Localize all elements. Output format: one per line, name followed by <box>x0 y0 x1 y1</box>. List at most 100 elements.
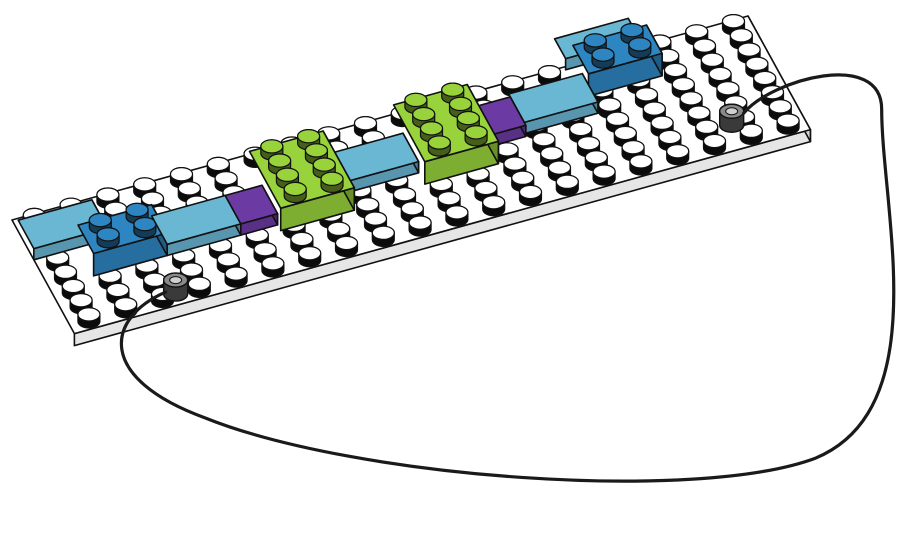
baseplate-stud <box>336 236 358 256</box>
stud-top <box>305 144 327 157</box>
baseplate-stud <box>446 206 468 226</box>
baseplate-stud <box>593 165 615 185</box>
stud-top <box>746 57 768 70</box>
stud-top <box>629 38 651 51</box>
stud-top <box>97 228 119 241</box>
stud-top <box>421 122 443 135</box>
stud-top <box>539 66 561 79</box>
baseplate-stud <box>704 134 726 154</box>
stud-top <box>483 196 505 209</box>
stud-top <box>321 172 343 185</box>
stud-top <box>622 141 644 154</box>
dark-blue-brick-left-stud <box>134 218 156 238</box>
stud-top <box>215 172 237 185</box>
stud-top <box>701 53 723 66</box>
stud-top <box>592 48 614 61</box>
baseplate-stud <box>225 267 247 287</box>
stud-top <box>276 168 298 181</box>
stud-top <box>284 182 306 195</box>
stud-top <box>144 273 166 286</box>
stud-top <box>672 78 694 91</box>
terminal-right <box>720 104 744 132</box>
baseplate-stud <box>520 185 542 205</box>
stud-top <box>405 93 427 106</box>
stud-top <box>401 202 423 215</box>
stud-top <box>621 24 643 37</box>
stud-top <box>667 145 689 158</box>
stud-top <box>62 279 84 292</box>
lime-brick-left-stud <box>321 172 343 192</box>
terminal-right-hole <box>726 108 738 115</box>
stud-top <box>584 34 606 47</box>
stud-top <box>365 212 387 225</box>
stud-top <box>254 243 276 256</box>
stud-top <box>599 98 621 111</box>
stud-top <box>769 100 791 113</box>
stud-top <box>413 108 435 121</box>
stud-top <box>630 155 652 168</box>
stud-top <box>134 218 156 231</box>
stud-top <box>549 161 571 174</box>
stud-top <box>504 157 526 170</box>
stud-top <box>299 247 321 260</box>
stud-top <box>225 267 247 280</box>
stud-top <box>680 92 702 105</box>
stud-top <box>372 226 394 239</box>
stud-top <box>636 88 658 101</box>
dark-blue-brick-right-stud <box>629 38 651 58</box>
stud-top <box>355 117 377 130</box>
stud-top <box>70 294 92 307</box>
stud-top <box>409 216 431 229</box>
baseplate-stud <box>299 247 321 267</box>
stud-top <box>730 29 752 42</box>
stud-top <box>78 308 100 321</box>
stud-top <box>313 158 335 171</box>
stud-top <box>556 175 578 188</box>
stud-top <box>607 112 629 125</box>
stud-top <box>207 157 229 170</box>
baseplate-stud <box>556 175 578 195</box>
stud-top <box>738 43 760 56</box>
stud-top <box>694 39 716 52</box>
stud-top <box>585 151 607 164</box>
stud-top <box>107 283 129 296</box>
stud-top <box>570 122 592 135</box>
stud-top <box>696 120 718 133</box>
baseplate-stud <box>483 196 505 216</box>
stud-top <box>438 192 460 205</box>
stud-top <box>512 171 534 184</box>
stud-top <box>541 147 563 160</box>
stud-top <box>777 114 799 127</box>
stud-top <box>520 185 542 198</box>
baseplate-stud <box>630 155 652 175</box>
stud-top <box>262 257 284 270</box>
stud-top <box>428 136 450 149</box>
stud-top <box>142 192 164 205</box>
lime-brick-right-stud <box>428 136 450 156</box>
stud-top <box>269 154 291 167</box>
stud-top <box>593 165 615 178</box>
stud-top <box>717 82 739 95</box>
baseplate-stud <box>188 277 210 297</box>
stud-top <box>688 106 710 119</box>
stud-top <box>446 206 468 219</box>
stud-top <box>115 298 137 311</box>
stud-top <box>89 214 111 227</box>
baseplate-stud <box>78 308 100 328</box>
stud-top <box>217 253 239 266</box>
baseplate-stud <box>262 257 284 277</box>
baseplate-stud <box>409 216 431 236</box>
stud-top <box>188 277 210 290</box>
lime-brick-right-stud <box>465 126 487 146</box>
lime-brick-left-stud <box>284 182 306 202</box>
stud-top <box>704 134 726 147</box>
stud-top <box>496 143 518 156</box>
stud-top <box>291 232 313 245</box>
stud-top <box>686 25 708 38</box>
stud-top <box>457 112 479 125</box>
stud-top <box>643 102 665 115</box>
stud-top <box>475 181 497 194</box>
dark-blue-brick-right-stud <box>592 48 614 68</box>
